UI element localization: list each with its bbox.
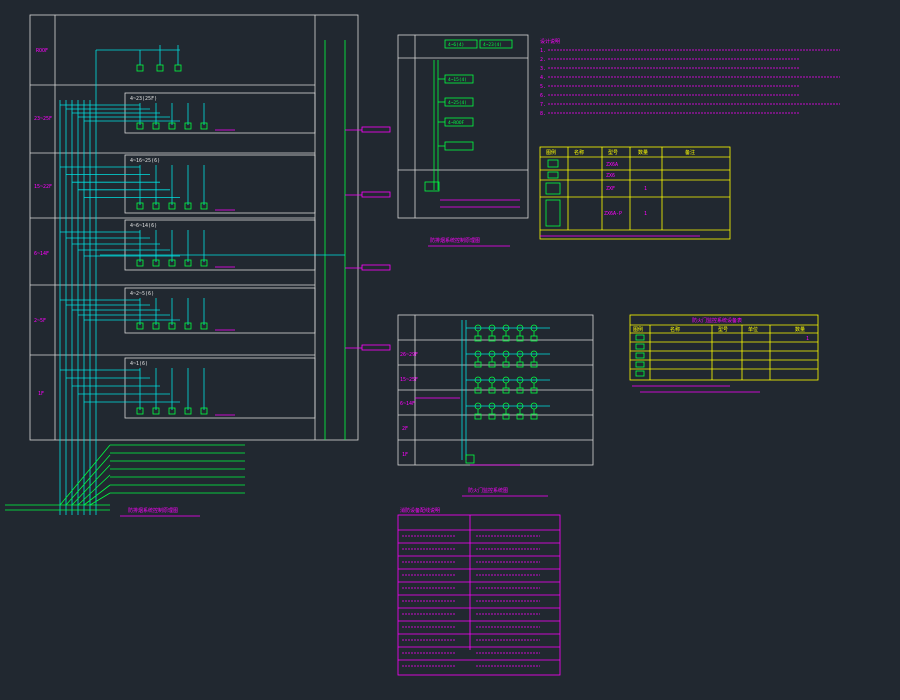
door-floor-3: 2F <box>402 426 408 432</box>
box-label-1: 4~15(4) <box>448 77 467 83</box>
note-line-5: 6. <box>540 93 546 99</box>
floor-box-label-1: 4~16~25(6) <box>130 158 160 164</box>
device-symbol <box>136 259 144 267</box>
legend-h4: 备注 <box>685 149 695 156</box>
floor-box-label-2: 4~6~14(6) <box>130 223 157 229</box>
device-symbol <box>200 122 208 130</box>
door-h3: 单位 <box>748 326 758 333</box>
floor-label-0: ROOF <box>36 48 48 54</box>
device-symbol <box>152 202 160 210</box>
door-h0: 图例 <box>633 326 643 333</box>
cable-table-title: 消防设备配线说明 <box>400 507 440 514</box>
device-symbol <box>152 322 160 330</box>
door-floor-1: 15~25F <box>400 377 418 383</box>
cable-table: 消防设备配线说明 <box>397 507 561 676</box>
note-line-3: 4. <box>540 75 546 81</box>
fire-door-diagram: 26~29F 15~25F 6~14F 2F 1F 防火门监控系统图 <box>397 314 594 497</box>
legend-h2: 型号 <box>608 149 618 156</box>
floor-box-1 <box>124 154 316 214</box>
smoke-control-diagram: 4~6(4) 4~23(4) 4~15(4) 4~25(4) 4~ROOF 防排… <box>397 34 529 247</box>
note-line-1: 2. <box>540 57 546 63</box>
legend-h1: 名称 <box>574 149 584 156</box>
note-line-7: 8. <box>540 111 546 117</box>
device-symbol <box>200 202 208 210</box>
box-label-3: 4~ROOF <box>448 120 465 126</box>
notes-header: 设计说明 <box>540 38 560 45</box>
legend-table: 图例 名称 型号 数量 备注 ZX6A ZX6 ZXF 1 ZX6A-P 1 <box>539 146 731 240</box>
device-symbol <box>152 122 160 130</box>
floor-box-2 <box>124 219 316 271</box>
device-symbol <box>200 322 208 330</box>
device-symbol <box>200 259 208 267</box>
door-h4: 数量 <box>795 326 805 333</box>
device-symbol <box>152 407 160 415</box>
device-symbol <box>136 202 144 210</box>
device-symbol <box>200 407 208 415</box>
box-label-0: 4~6(4) <box>448 42 464 48</box>
left-diagram-title: 防排烟系统控制原理图 <box>128 507 178 514</box>
box-label-2: 4~25(4) <box>448 100 467 106</box>
note-line-6: 7. <box>540 102 546 108</box>
legend-r3-qty: 1 <box>644 211 647 217</box>
device-symbol <box>184 122 192 130</box>
floor-box-3 <box>124 287 316 334</box>
floor-boxes: 4~23(25F) 4~16~25(6) 4~6~14(6) 4~2~5(6) 4~1(… <box>60 92 316 419</box>
floor-label-5: 1F <box>38 391 44 397</box>
legend-h0: 图例 <box>546 149 556 156</box>
design-notes: 设计说明 1. 2. 3. 4. 5. 6. 7. 8. <box>540 38 840 117</box>
device-symbol <box>184 202 192 210</box>
device-symbol <box>184 322 192 330</box>
device-symbol <box>136 322 144 330</box>
note-line-2: 3. <box>540 66 546 72</box>
device-symbol <box>184 407 192 415</box>
smoke-diagram-title: 防排烟系统控制原理图 <box>430 237 480 244</box>
floor-box-label-3: 4~2~5(6) <box>130 291 154 297</box>
legend-r2-qty: 1 <box>644 186 647 192</box>
bus-labels <box>345 126 391 351</box>
door-floor-2: 6~14F <box>400 401 415 407</box>
door-h1: 名称 <box>670 326 680 333</box>
device-symbol <box>168 322 176 330</box>
door-table-title: 防火门监控系统设备表 <box>692 317 742 324</box>
device-symbol <box>136 407 144 415</box>
device-symbol <box>168 259 176 267</box>
floor-label-4: 2~5F <box>34 318 46 324</box>
device-symbol <box>152 259 160 267</box>
left-riser-diagram: ROOF 23~25F 15~22F 6~14F 2~5F 1F <box>29 14 359 515</box>
floor-label-2: 15~22F <box>34 184 52 190</box>
legend-r2-model: ZXF <box>606 186 615 192</box>
device-symbol <box>136 122 144 130</box>
floor-box-4 <box>124 357 316 419</box>
door-equipment-table: 防火门监控系统设备表 图例 名称 型号 单位 数量 1 <box>629 314 819 393</box>
legend-h3: 数量 <box>638 149 648 156</box>
note-line-0: 1. <box>540 48 546 54</box>
left-bottom-list: 防排烟系统控制原理图 <box>5 444 245 517</box>
floor-label-1: 23~25F <box>34 116 52 122</box>
door-h2: 型号 <box>718 326 728 333</box>
device-symbol <box>168 407 176 415</box>
box-label-4: 4~23(4) <box>483 42 502 48</box>
legend-r0-model: ZX6A <box>606 162 618 168</box>
floor-label-3: 6~14F <box>34 251 49 257</box>
legend-r3-model: ZX6A-P <box>604 211 622 217</box>
door-floor-0: 26~29F <box>400 352 418 358</box>
note-line-4: 5. <box>540 84 546 90</box>
device-symbol <box>168 202 176 210</box>
floor-box-label-4: 4~1(6) <box>130 361 148 367</box>
door-diagram-title: 防火门监控系统图 <box>468 487 508 494</box>
device-symbol <box>168 122 176 130</box>
floor-box-label-0: 4~23(25F) <box>130 96 157 102</box>
device-symbol <box>184 259 192 267</box>
legend-r1-model: ZX6 <box>606 173 615 179</box>
door-floor-4: 1F <box>402 452 408 458</box>
door-r0-qty: 1 <box>806 336 809 342</box>
